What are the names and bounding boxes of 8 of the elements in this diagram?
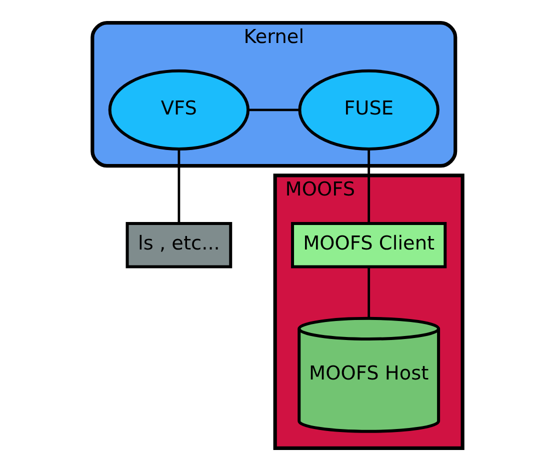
connector [368, 266, 370, 318]
node-box: MOOFS Client [291, 222, 447, 268]
node-box: ls , etc... [126, 222, 232, 268]
connector [368, 149, 370, 224]
connector [178, 149, 180, 224]
node-ellipse: VFS [108, 69, 250, 150]
connector [248, 108, 300, 112]
node-ellipse: FUSE [298, 69, 440, 150]
